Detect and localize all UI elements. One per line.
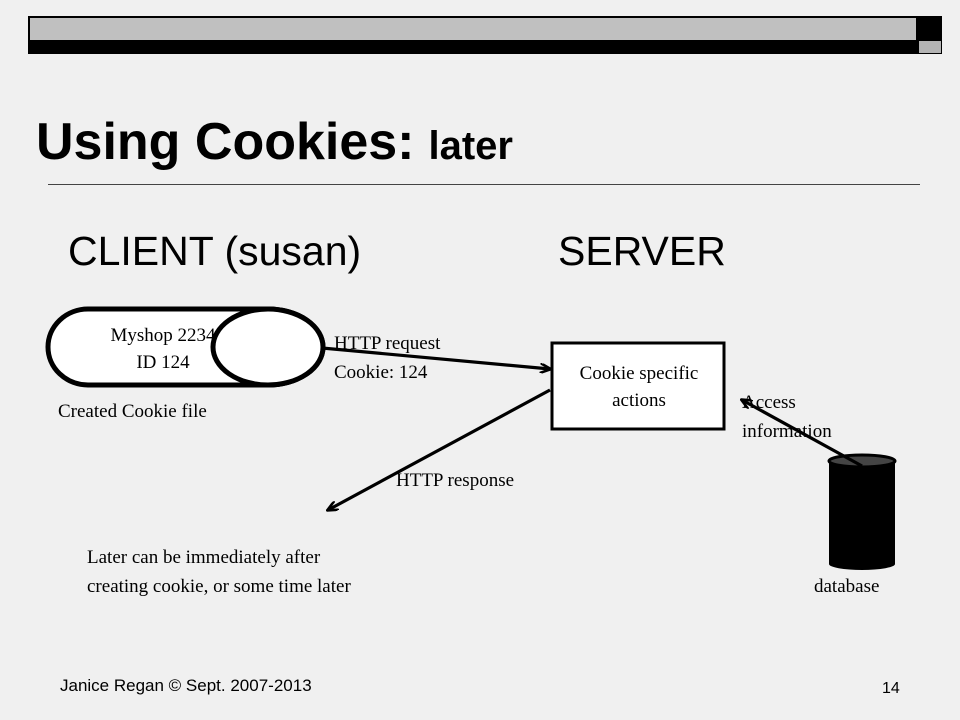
note-line2: creating cookie, or some time later xyxy=(87,576,351,597)
footer-credit: Janice Regan © Sept. 2007-2013 xyxy=(60,676,312,695)
database-label: database xyxy=(814,576,880,597)
corner-square-gray xyxy=(918,40,942,54)
response-arrow xyxy=(328,388,551,510)
cookie-file-cylinder xyxy=(45,306,326,388)
request-label-line2: Cookie: 124 xyxy=(334,362,428,383)
title-sub: later xyxy=(428,124,514,168)
response-label: HTTP response xyxy=(396,470,515,491)
slide-title: Using Cookies: later xyxy=(36,112,513,172)
corner-square-black xyxy=(918,16,942,40)
cookie-file-caption: Created Cookie file xyxy=(58,401,207,422)
access-label-line2: information xyxy=(742,421,832,442)
request-arrow xyxy=(321,346,550,369)
client-heading: CLIENT (susan) xyxy=(68,228,362,274)
request-label-line1: HTTP request xyxy=(334,333,441,354)
top-decoration-bar-dark xyxy=(28,40,918,54)
page-number: 14 xyxy=(882,680,900,697)
server-action-box xyxy=(550,341,726,431)
note-line1: Later can be immediately after xyxy=(87,547,321,568)
title-main: Using Cookies: xyxy=(36,113,415,171)
server-heading: SERVER xyxy=(558,228,726,274)
server-box-line1: Cookie specific xyxy=(579,363,699,384)
server-box-text: Cookie specific actions xyxy=(556,360,722,414)
access-arrow xyxy=(742,400,863,468)
access-label-line1: Access xyxy=(742,392,796,413)
database-cylinder xyxy=(827,453,897,570)
cookie-file-text: Myshop 2234 ID 124 xyxy=(88,322,238,376)
cookie-file-line2: ID 124 xyxy=(136,352,190,373)
server-box-line2: actions xyxy=(612,390,666,411)
cookie-file-line1: Myshop 2234 xyxy=(110,325,216,346)
title-divider xyxy=(48,184,920,185)
